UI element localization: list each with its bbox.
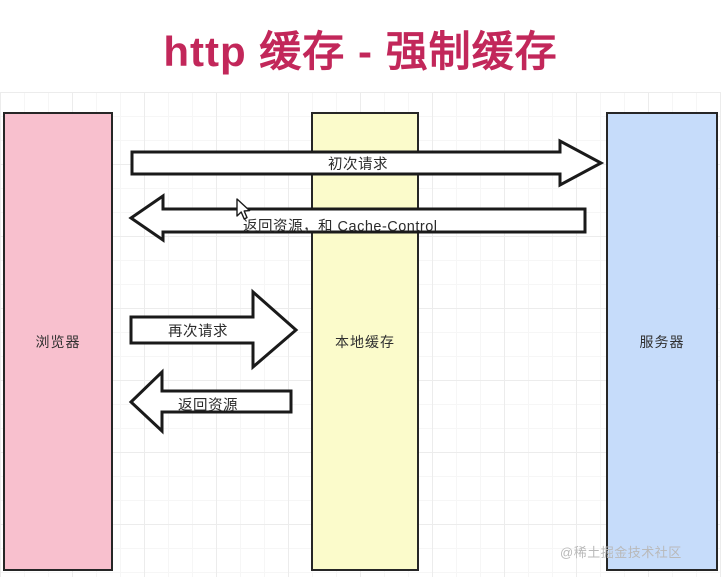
arrow-second-request-label: 再次请求 bbox=[168, 324, 228, 340]
lane-local-cache-label: 本地缓存 bbox=[335, 333, 395, 350]
arrow-return-resource-label: 返回资源 bbox=[178, 398, 238, 414]
arrow-initial-request-label: 初次请求 bbox=[328, 157, 388, 173]
lane-browser: 浏览器 bbox=[3, 112, 113, 571]
arrow-return-resource-cache-control-label: 返回资源，和 Cache-Control bbox=[243, 219, 438, 235]
watermark: @稀土掘金技术社区 bbox=[560, 545, 682, 560]
lane-browser-label: 浏览器 bbox=[35, 333, 81, 350]
mouse-cursor-icon bbox=[236, 198, 251, 220]
lane-local-cache: 本地缓存 bbox=[311, 112, 419, 571]
lane-server-label: 服务器 bbox=[639, 333, 685, 350]
page-title: http 缓存 - 强制缓存 bbox=[163, 28, 558, 75]
lane-server: 服务器 bbox=[606, 112, 718, 571]
